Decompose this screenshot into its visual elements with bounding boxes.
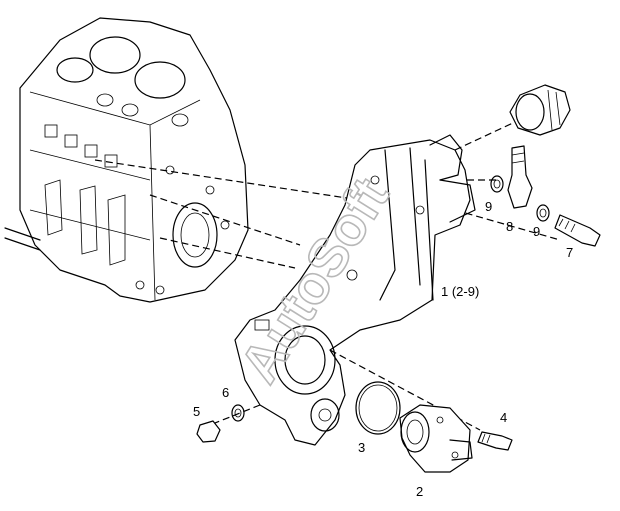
callout-6: 6 — [222, 385, 229, 400]
callout-1: 1 (2-9) — [441, 284, 479, 299]
drain-plug — [196, 420, 221, 443]
pump-bolt — [477, 431, 513, 451]
callout-9-lower: 9 — [533, 224, 540, 239]
callout-7: 7 — [566, 245, 573, 260]
engine-block — [4, 17, 249, 303]
water-pump — [399, 404, 473, 473]
o-ring — [355, 381, 401, 435]
callout-8: 8 — [506, 219, 513, 234]
washer-upper — [490, 175, 504, 193]
callout-4: 4 — [500, 410, 507, 425]
callout-5: 5 — [193, 404, 200, 419]
callout-3: 3 — [358, 440, 365, 455]
washer-lower — [536, 204, 550, 222]
sealing-ring-small — [231, 404, 245, 422]
thermostat-housing — [509, 84, 571, 136]
callout-9-upper: 9 — [485, 199, 492, 214]
banjo-bolt — [554, 214, 601, 247]
callout-2: 2 — [416, 484, 423, 499]
banjo-fitting — [507, 145, 533, 209]
water-pump-housing — [234, 134, 476, 446]
